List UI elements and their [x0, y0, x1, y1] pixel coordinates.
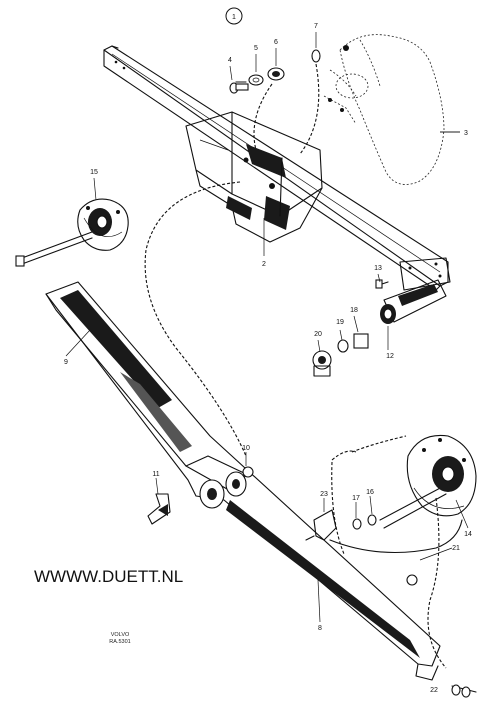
callout-1: 1	[232, 14, 236, 21]
callout-10: 10	[242, 445, 250, 452]
clip-11	[147, 493, 171, 525]
callout-22: 22	[430, 687, 438, 694]
bolt-22	[451, 684, 477, 698]
bushing-parts	[312, 279, 447, 377]
top-fasteners	[229, 49, 321, 155]
leader-lines	[65, 32, 469, 623]
callout-19: 19	[336, 319, 344, 326]
washer-10	[242, 466, 254, 478]
callout-15: 15	[90, 169, 98, 176]
callout-14: 14	[464, 531, 472, 538]
callout-16: 16	[366, 489, 374, 496]
stamp-line-2: RA.5301	[109, 639, 130, 645]
callout-4: 4	[228, 57, 232, 64]
trailing-arm	[45, 281, 441, 681]
callout-3: 3	[464, 130, 468, 137]
stamp-line-1: VOLVO	[111, 632, 130, 638]
callout-6: 6	[274, 39, 278, 46]
shock-absorber-ghost	[323, 34, 460, 185]
bracket-23	[305, 509, 337, 541]
callout-8: 8	[318, 625, 322, 632]
website-label: WWWW.DUETT.NL	[34, 567, 183, 586]
callout-12: 12	[386, 353, 394, 360]
guide-line	[144, 181, 247, 457]
callout-20: 20	[314, 331, 322, 338]
callout-2: 2	[262, 261, 266, 268]
callout-9: 9	[64, 359, 68, 366]
callout-7: 7	[314, 23, 318, 30]
brake-cable	[329, 435, 463, 669]
callout-13: 13	[374, 265, 382, 272]
callout-5: 5	[254, 45, 258, 52]
callout-21: 21	[452, 545, 460, 552]
callout-11: 11	[152, 471, 159, 478]
brake-assembly-left	[15, 198, 129, 267]
callout-18: 18	[350, 307, 358, 314]
callout-23: 23	[320, 491, 328, 498]
axle-beam	[103, 45, 451, 291]
brake-assembly-right	[352, 434, 477, 530]
callout-1-circle	[225, 7, 243, 25]
callout-17: 17	[352, 495, 360, 502]
